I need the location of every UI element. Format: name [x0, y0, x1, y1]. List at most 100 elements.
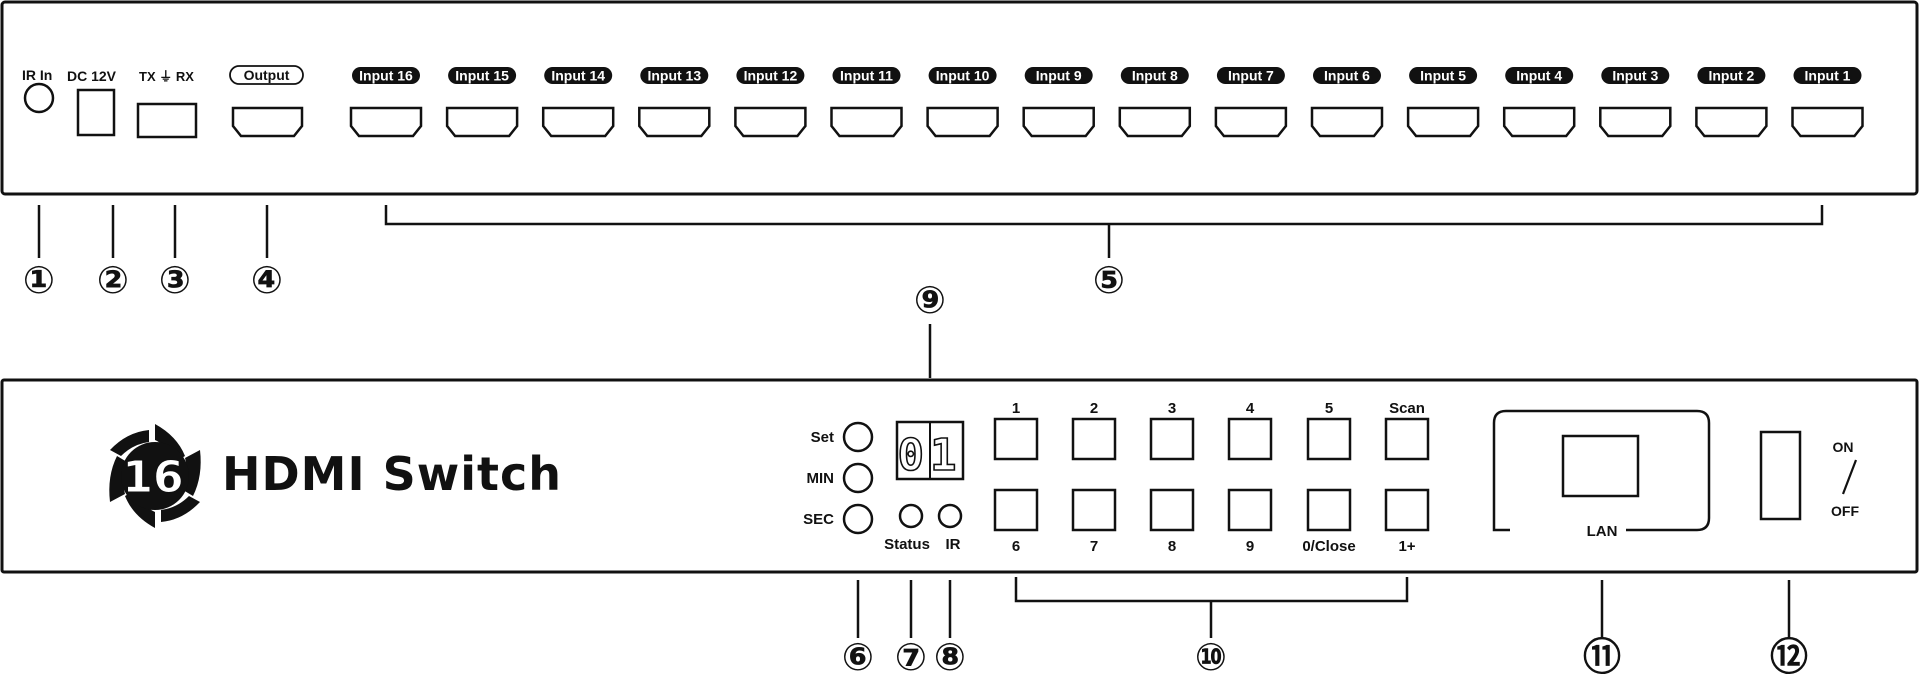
- input-label-pill: [1120, 67, 1189, 84]
- hdmi-input-port: [1599, 106, 1672, 138]
- callout-1: ①: [23, 260, 55, 302]
- keypad-button-top[interactable]: [1149, 417, 1195, 461]
- ir-in-jack: [23, 82, 55, 114]
- keypad-button-top[interactable]: [993, 417, 1039, 461]
- hdmi-input-port: [541, 106, 615, 138]
- hdmi-input-port: [830, 106, 903, 138]
- keypad-button-bottom[interactable]: [1384, 488, 1430, 532]
- callout-10: ⑩: [1195, 637, 1227, 674]
- hdmi-input-port: [926, 106, 999, 138]
- input-label-pill: [1313, 67, 1381, 84]
- input-label: Input 16: [359, 68, 413, 84]
- callout-2: ②: [97, 260, 129, 302]
- callout-11: ⑪: [1583, 637, 1621, 674]
- hdmi-input-port: [445, 106, 519, 138]
- power-switch[interactable]: [1759, 430, 1802, 521]
- hdmi-input-port: [1214, 106, 1288, 138]
- callout-bracket-5: [384, 205, 1824, 258]
- output-hdmi-port: [231, 106, 304, 138]
- keypad-bottom-label: 8: [1168, 538, 1176, 555]
- input-label-pill: [832, 67, 901, 84]
- input-label: Input 14: [551, 68, 605, 84]
- output-label: Output: [244, 67, 290, 83]
- callout-3: ③: [159, 260, 191, 302]
- hdmi-inputs-group: Input 16 Input 15 Input 14 Input 13 Input 12…: [349, 67, 1864, 138]
- callout-bracket-10: [1014, 577, 1409, 638]
- input-label-pill: [1216, 67, 1285, 84]
- hdmi-input-port: [1502, 106, 1576, 138]
- status-led: [898, 503, 924, 529]
- status-label: Status: [884, 536, 930, 553]
- input-label: Input 2: [1708, 68, 1754, 84]
- min-button[interactable]: [842, 462, 874, 494]
- hdmi-input-port: [349, 106, 423, 138]
- off-label: OFF: [1831, 503, 1859, 519]
- display-value: 01: [898, 430, 963, 481]
- hdmi-input-port: [1695, 106, 1768, 138]
- ir-in-label: IR In: [22, 67, 52, 83]
- keypad-top-label: 3: [1168, 400, 1176, 417]
- ir-receiver-led: [937, 503, 963, 529]
- input-label-pill: [1409, 67, 1478, 84]
- hdmi-input-port: [1022, 106, 1095, 138]
- txrx-label: TX ⏚ RX: [139, 69, 194, 84]
- keypad-top-label: 4: [1246, 400, 1255, 417]
- input-label: Input 7: [1228, 68, 1274, 84]
- dc-12v-label: DC 12V: [67, 68, 117, 84]
- set-button[interactable]: [842, 421, 874, 453]
- set-label: Set: [811, 429, 834, 446]
- hdmi-input-port: [638, 106, 711, 138]
- lan-label: LAN: [1587, 523, 1618, 540]
- input-label: Input 8: [1132, 68, 1178, 84]
- callout-9: ⑨: [914, 280, 946, 322]
- input-label-pill: [1793, 67, 1862, 84]
- keypad-button-top[interactable]: [1306, 417, 1352, 461]
- on-label: ON: [1833, 439, 1854, 455]
- keypad-button-top[interactable]: [1071, 417, 1117, 461]
- keypad-button-bottom[interactable]: [1227, 488, 1273, 532]
- sec-button[interactable]: [842, 503, 874, 535]
- callout-4: ④: [251, 260, 283, 302]
- keypad-bottom-label: 6: [1012, 538, 1020, 555]
- hdmi-input-port: [1406, 106, 1480, 138]
- input-label: Input 13: [647, 68, 701, 84]
- txrx-port: [136, 102, 198, 139]
- keypad-button-bottom[interactable]: [1071, 488, 1117, 532]
- input-label: Input 1: [1805, 68, 1851, 84]
- input-label-pill: [640, 67, 709, 84]
- keypad-bottom-label: 1+: [1398, 538, 1415, 555]
- swirl-logo-icon: [109, 424, 201, 528]
- keypad-top-label: 2: [1090, 400, 1098, 417]
- output-label-pill: [229, 65, 304, 85]
- callout-12: ⑫: [1770, 637, 1808, 674]
- input-label-pill: [1601, 67, 1670, 84]
- input-label-pill: [544, 67, 613, 84]
- input-label: Input 10: [936, 68, 990, 84]
- front-panel: [0, 378, 1919, 574]
- lan-port: [1561, 434, 1640, 498]
- keypad-top-label: 5: [1325, 400, 1333, 417]
- input-label: Input 5: [1420, 68, 1466, 84]
- input-label: Input 6: [1324, 68, 1370, 84]
- sec-label: SEC: [803, 511, 834, 528]
- hdmi-input-port: [734, 106, 807, 138]
- keypad-button-bottom[interactable]: [1149, 488, 1195, 532]
- keypad-button-top[interactable]: [1227, 417, 1273, 461]
- input-label: Input 11: [840, 68, 893, 84]
- keypad-bottom-label: 7: [1090, 538, 1098, 555]
- keypad-button-bottom[interactable]: [1306, 488, 1352, 532]
- keypad-top-label: 1: [1012, 400, 1020, 417]
- min-label: MIN: [807, 470, 835, 487]
- keypad-button-bottom[interactable]: [993, 488, 1039, 532]
- keypad-button-top[interactable]: [1384, 417, 1430, 461]
- input-label: Input 15: [455, 68, 509, 84]
- logo-number: 16: [122, 452, 183, 503]
- logo-text: HDMI Switch: [222, 447, 562, 501]
- input-label-pill: [928, 67, 997, 84]
- callout-7: ⑦: [895, 637, 927, 674]
- input-label: Input 12: [744, 68, 798, 84]
- input-label-pill: [1697, 67, 1766, 84]
- hdmi-input-port: [1310, 106, 1384, 138]
